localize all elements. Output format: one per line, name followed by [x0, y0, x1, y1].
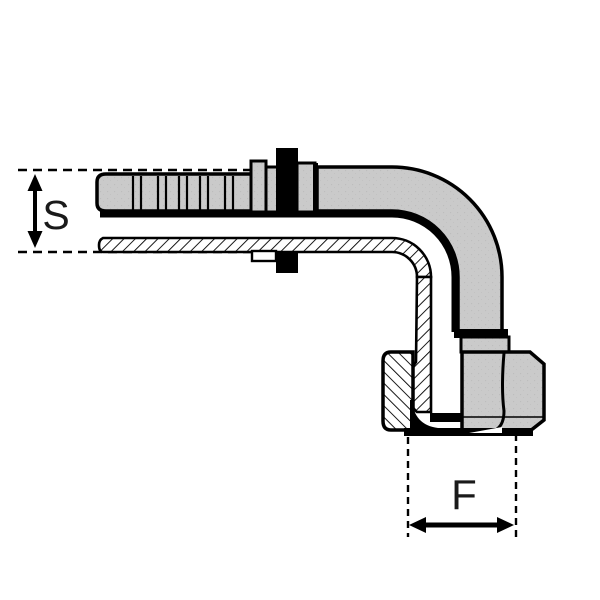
nut-section-hatch [381, 350, 415, 432]
stop-collar-upper [276, 148, 298, 214]
s-dimension: S [27, 174, 70, 248]
collar-lower-notch [250, 249, 278, 263]
f-arrow-left-icon [409, 517, 426, 533]
hex-facet-line [496, 352, 506, 431]
hex-bottom-chamfer-highlight [469, 427, 502, 433]
barb-end-ring [249, 159, 268, 215]
f-dimension: F [409, 471, 514, 533]
f-label: F [451, 471, 477, 518]
flare-foot-corner [410, 400, 438, 432]
nut-bottom-flange-bar [404, 428, 533, 436]
s-arrow-down-icon [27, 231, 43, 248]
bore-boundary-line [100, 210, 459, 332]
nut-top-collar [459, 335, 511, 354]
tube-neck [295, 161, 317, 216]
inner-wall-hatch-horizontal [97, 236, 433, 279]
barb-rib-lines [131, 176, 235, 210]
hose-barb [95, 172, 254, 213]
flare-seat-bar [430, 413, 463, 422]
stop-collar-lower [276, 252, 298, 273]
s-label: S [42, 192, 69, 238]
s-arrow-up-icon [27, 174, 43, 191]
f-arrow-right-icon [497, 517, 514, 533]
tube-end-step-band [454, 329, 508, 338]
